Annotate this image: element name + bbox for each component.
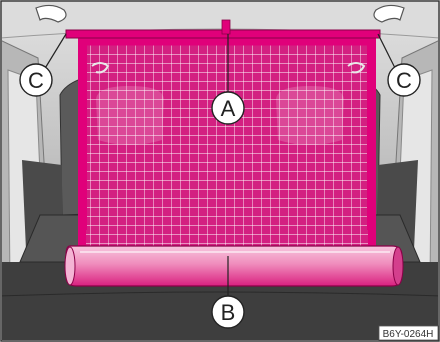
callout-b-label: B (221, 300, 236, 325)
callout-b: B (212, 296, 244, 328)
callout-c-right: C (388, 64, 420, 96)
image-code: B6Y-0264H (383, 329, 434, 340)
net-center-strap (222, 20, 230, 34)
callout-a-label: A (221, 96, 236, 121)
callout-c-left: C (20, 64, 52, 96)
callout-a: A (212, 92, 244, 124)
right-grab-handle (374, 5, 404, 22)
callout-c-left-label: C (28, 68, 44, 93)
left-grab-handle (36, 5, 66, 22)
callout-c-right-label: C (396, 68, 412, 93)
